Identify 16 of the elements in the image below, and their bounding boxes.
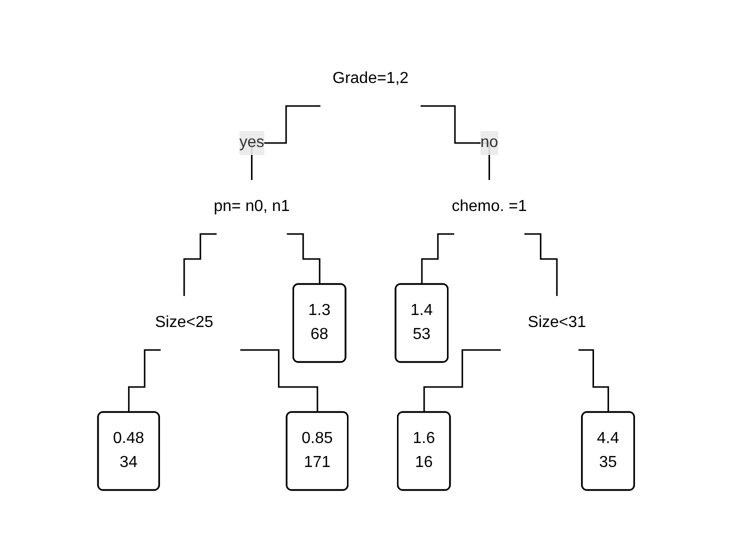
edge-label: yes (240, 134, 265, 151)
connector (184, 233, 218, 297)
node-text: Grade=1,2 (332, 70, 409, 87)
connector (128, 349, 162, 414)
connector (421, 105, 490, 181)
node-text: Size<25 (155, 314, 214, 331)
connector (240, 349, 319, 414)
edge-label: no (480, 134, 499, 151)
connector (424, 349, 502, 414)
node-text: Size<31 (528, 314, 586, 331)
connector (422, 233, 455, 286)
connector (524, 233, 558, 297)
node-text: pn= n0, n1 (214, 198, 290, 215)
node-text: chemo. =1 (452, 198, 528, 215)
connector (287, 233, 322, 286)
connector (578, 349, 610, 414)
